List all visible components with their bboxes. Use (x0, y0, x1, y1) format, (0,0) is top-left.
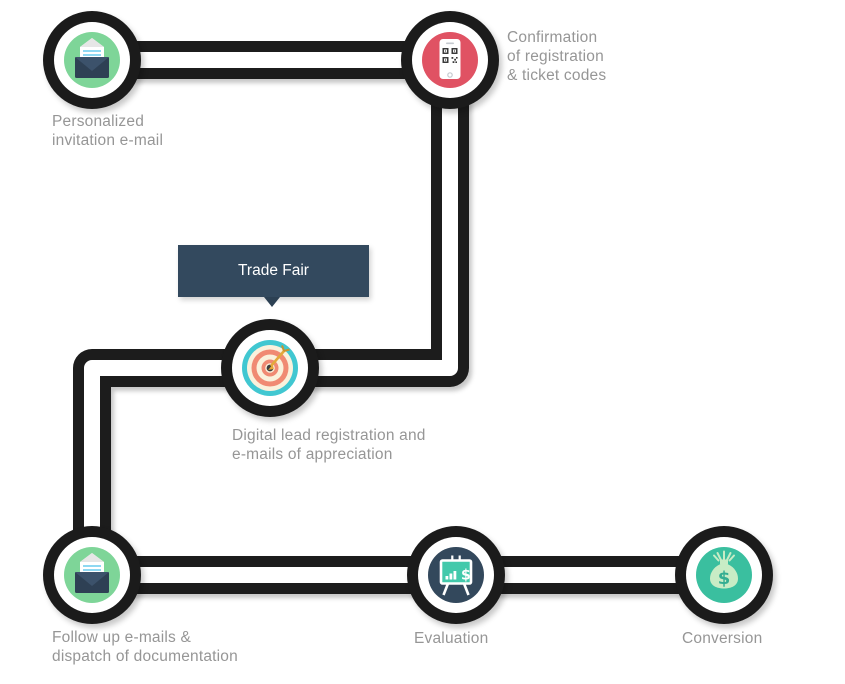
svg-text:$: $ (718, 568, 731, 589)
label-evaluation: Evaluation (414, 630, 489, 647)
label-personalized-invitation: Personalized invitation e-mail (52, 113, 164, 149)
path-core (84, 52, 724, 583)
node-digital-lead (221, 319, 319, 417)
phone-qr-icon (439, 39, 461, 79)
label-follow-up: Follow up e-mails & dispatch of document… (52, 629, 238, 665)
trade-fair-callout-label: Trade Fair (238, 262, 309, 279)
svg-text:$: $ (461, 568, 471, 584)
node-conversion: $ (675, 526, 773, 624)
node-evaluation: $ (407, 526, 505, 624)
label-confirmation: Confirmation of registration & ticket co… (507, 29, 607, 84)
path-outline (73, 41, 724, 594)
envelope-icon (75, 38, 109, 78)
label-digital-lead: Digital lead registration and e-mails of… (232, 427, 426, 463)
target-icon (247, 345, 293, 391)
trade-fair-callout: Trade Fair (178, 245, 369, 297)
label-conversion: Conversion (682, 630, 763, 647)
money-bag-icon: $ (710, 550, 738, 589)
node-follow-up (43, 526, 141, 624)
node-personalized-invitation (43, 11, 141, 109)
trade-fair-callout-pointer (264, 297, 280, 307)
node-confirmation (401, 11, 499, 109)
envelope-icon (75, 553, 109, 593)
presentation-chart-icon: $ (439, 555, 473, 596)
